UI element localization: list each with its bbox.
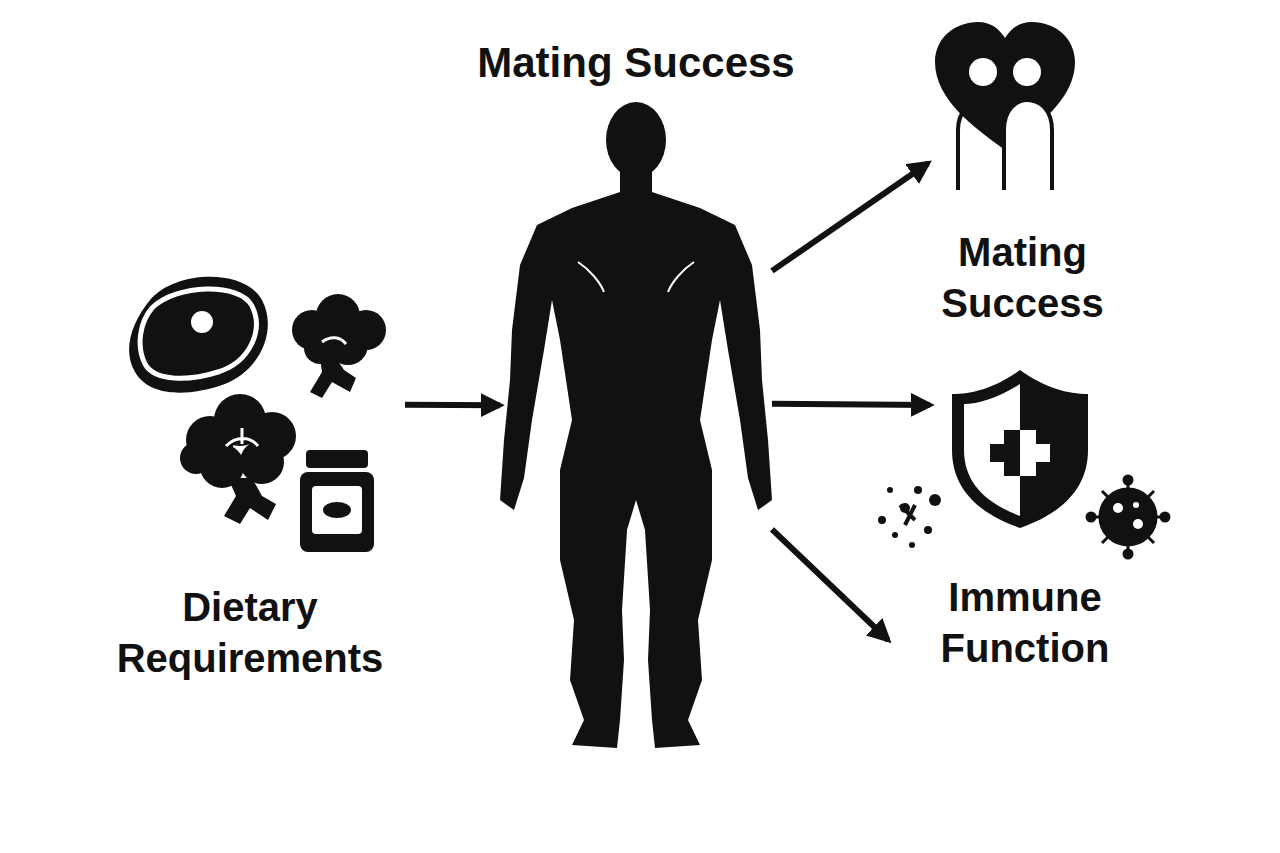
arrow: [772, 529, 888, 640]
icon-group: Mating Success: [500, 30, 772, 760]
node-label: Dietary Requirements: [95, 582, 405, 684]
node-label: Mating Success: [420, 36, 852, 90]
steak-icon: [129, 277, 268, 393]
couple-heart-icon: [935, 22, 1075, 190]
node-label: Mating Success: [925, 227, 1120, 329]
broccoli-icon: [292, 294, 386, 398]
virus-icon: [1087, 476, 1169, 558]
germ-icon: [878, 486, 941, 548]
arrow: [772, 163, 928, 271]
node-label: Immune Function: [910, 572, 1140, 674]
arrow: [405, 402, 500, 408]
icon-group: Dietary Requirements: [95, 270, 405, 690]
arrow: [772, 404, 930, 405]
icon-group: Immune Function: [860, 365, 1190, 680]
human-figure: [500, 102, 772, 748]
icon-group: Mating Success: [925, 15, 1120, 335]
jar-icon: [300, 450, 374, 552]
broccoli-icon: [180, 394, 296, 524]
shield-icon: [952, 370, 1088, 528]
